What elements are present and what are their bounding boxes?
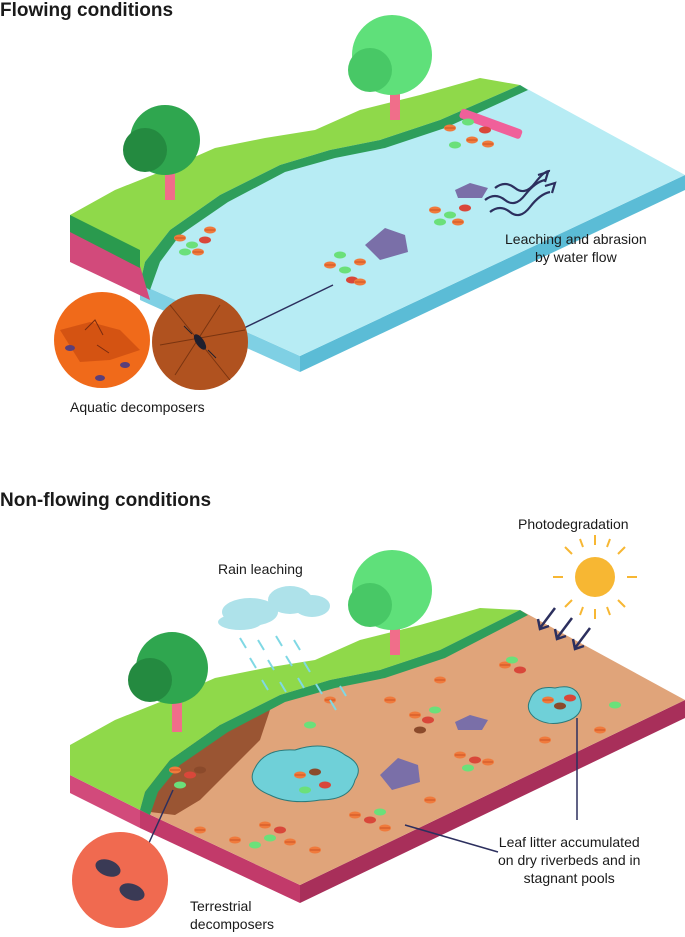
pointer-line [243,284,334,329]
non-flowing-title: Non-flowing conditions [0,490,212,511]
flow-arrow-icon [484,169,557,217]
rock-icon [365,228,408,260]
grass-bank [70,78,520,284]
river-water [140,85,685,356]
non-flowing-scene [70,535,685,928]
log [459,108,523,139]
label-terrestrial-decomposers: Terrestrial decomposers [190,897,274,933]
sun-icon [553,535,637,619]
soil-side [70,230,150,300]
tree-icon [123,105,200,200]
terrestrial-decomposer-circle [72,832,168,928]
insect-icon [65,345,130,381]
pointer-line [147,789,174,846]
label-line: by water flow [534,249,617,265]
aquatic-decomposer-circle [54,292,150,388]
label-rain-leaching: Rain leaching [218,561,303,577]
label-line: on dry riverbeds and in [498,852,641,868]
label-aquatic-decomposers: Aquatic decomposers [70,399,205,415]
rock-icon [455,715,488,730]
tree-icon [348,550,432,655]
bank-edge [140,85,528,290]
rain-icon [239,635,347,711]
cloud-icon [218,586,330,630]
label-line: Leaching and abrasion [505,231,647,247]
label-photodegradation: Photodegradation [518,516,629,532]
rock-icon [380,758,420,790]
flowing-title: Flowing conditions [0,0,174,21]
label-line: decomposers [190,916,275,932]
mud-patch [145,710,270,815]
rock-icon [455,183,488,198]
aquatic-decomposer-circle [152,294,248,390]
tree-icon [128,632,208,732]
label-leaching-abrasion: Leaching and abrasion by water flow [505,230,647,266]
dry-riverbed [140,610,685,885]
tree-icon [348,15,432,120]
insect-icon [183,325,217,359]
water-right-side [300,175,685,372]
pointer-line [404,824,499,853]
label-leaf-litter: Leaf litter accumulated on dry riverbeds… [498,833,640,887]
label-line: Terrestrial [190,898,252,914]
label-line: stagnant pools [523,870,615,886]
flowing-scene [54,15,685,390]
flow-arrow-icon [536,607,591,651]
label-line: Leaf litter accumulated [498,834,640,850]
isopod-icon [95,859,145,901]
